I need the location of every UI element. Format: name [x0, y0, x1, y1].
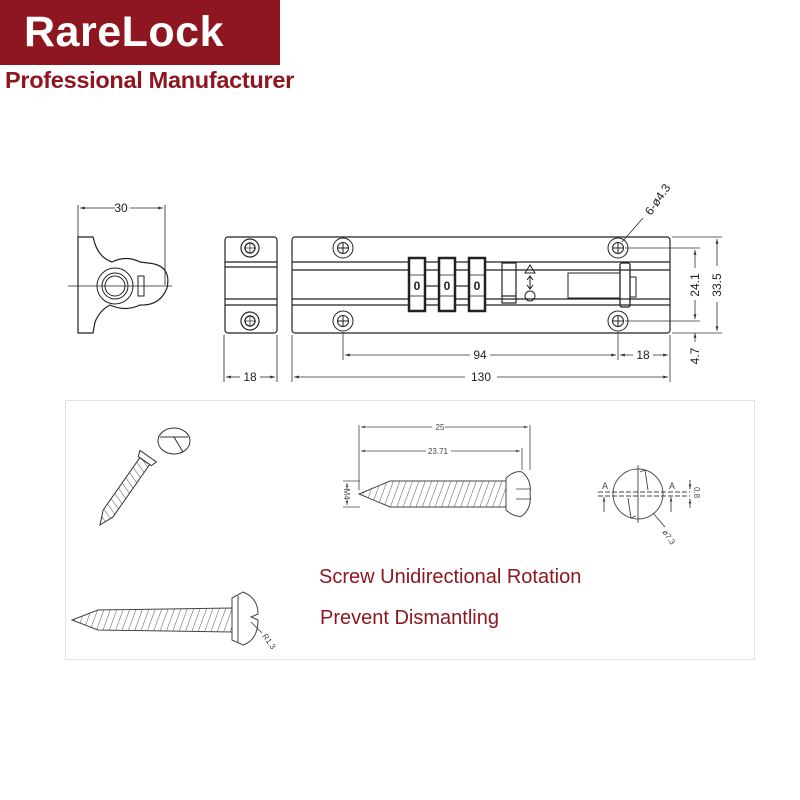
- screw-thread-size: M4: [342, 488, 351, 500]
- overall-height-dim: 33.5: [710, 273, 724, 297]
- head-radius-dim: R1.3: [260, 632, 277, 651]
- overall-length-dim: 130: [471, 370, 491, 384]
- dial-digit-1: 0: [414, 279, 421, 293]
- section-label-right: A: [669, 481, 675, 491]
- caption-prevent-dismantling: Prevent Dismantling: [320, 607, 499, 629]
- edge-to-hole-dim: 18: [636, 348, 650, 362]
- brand-tagline: Professional Manufacturer: [5, 67, 294, 93]
- combination-dials: [407, 256, 487, 313]
- screw-detail-panel: [65, 400, 755, 660]
- hole-spacing-dim: 94: [473, 348, 487, 362]
- side-view: [68, 205, 172, 334]
- front-view-dimensions: [291, 217, 722, 382]
- section-label-left: A: [602, 481, 608, 491]
- dial-digit-3: 0: [474, 279, 481, 293]
- side-view-width-dim: 30: [114, 201, 128, 215]
- screw-head-top-view: [598, 465, 692, 528]
- front-view: [291, 236, 671, 334]
- screw-side-dimensioned: [343, 425, 531, 517]
- brand-logo-banner: RareLock: [0, 0, 280, 65]
- end-view-width-dim: 18: [243, 370, 257, 384]
- dial-digit-2: 0: [444, 279, 451, 293]
- slot-width-dim: 0.8: [692, 487, 701, 499]
- bottom-offset-dim: 4.7: [688, 347, 702, 364]
- end-view: [223, 236, 278, 382]
- isometric-screw: [99, 427, 191, 527]
- caption-unidirectional-rotation: Screw Unidirectional Rotation: [319, 566, 582, 588]
- screw-side-sectioned: [70, 591, 263, 646]
- inner-height-dim: 24.1: [688, 273, 702, 297]
- screw-overall-length-dim: 25: [436, 423, 445, 432]
- screw-thread-length-dim: 23.71: [428, 447, 449, 456]
- head-diameter-dim: ø7.3: [660, 528, 677, 547]
- brand-logo-text: RareLock: [24, 8, 224, 56]
